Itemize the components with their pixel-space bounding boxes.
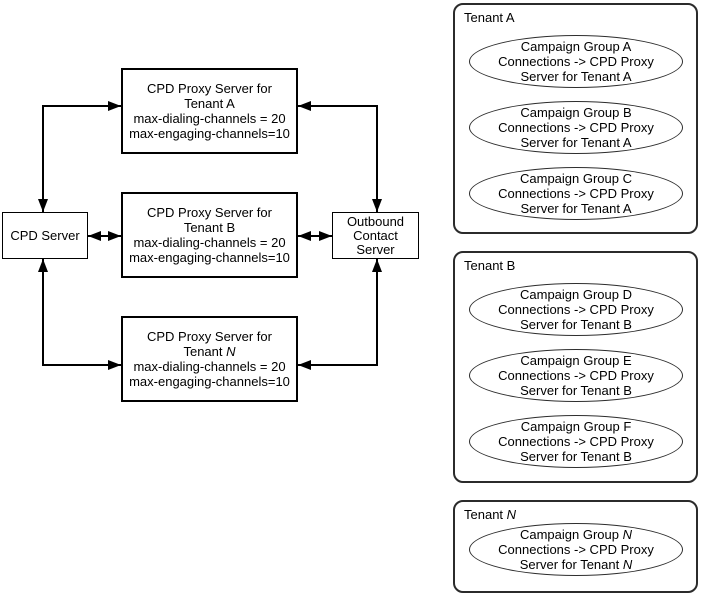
- tenant-a-panel: Tenant A Campaign Group A Connections ->…: [453, 3, 698, 234]
- tenant-n-title: Tenant N: [464, 507, 517, 522]
- campaign-group-n-ellipse: Campaign Group N Connections -> CPD Prox…: [469, 523, 683, 576]
- proxy-b-line1: CPD Proxy Server for: [147, 205, 272, 220]
- campaign-group-c-ellipse: Campaign Group C Connections -> CPD Prox…: [469, 167, 683, 220]
- connector-cpdserver-to-proxy-a: [38, 101, 121, 212]
- campaign-group-f-ellipse: Campaign Group F Connections -> CPD Prox…: [469, 415, 683, 468]
- ocs-line1: Outbound: [346, 213, 405, 229]
- proxy-n-line4: max-engaging-channels=10: [129, 374, 290, 389]
- campaign-group-b-ellipse: Campaign Group B Connections -> CPD Prox…: [469, 101, 683, 154]
- ocs-line2: Contact: [353, 227, 398, 243]
- cpd-proxy-server-tenant-b-box: CPD Proxy Server for Tenant B max-dialin…: [121, 192, 298, 278]
- proxy-b-line4: max-engaging-channels=10: [129, 250, 290, 265]
- connector-cpdserver-to-proxy-n: [38, 259, 121, 370]
- connector-ocs-to-proxy-a: [298, 101, 382, 212]
- proxy-n-line1: CPD Proxy Server for: [147, 329, 272, 344]
- tenant-b-panel: Tenant B Campaign Group D Connections ->…: [453, 251, 698, 483]
- proxy-a-line1: CPD Proxy Server for: [147, 81, 272, 96]
- proxy-a-line3: max-dialing-channels = 20: [133, 111, 286, 126]
- proxy-n-line3: max-dialing-channels = 20: [133, 359, 286, 374]
- cpd-server-box: CPD Server: [2, 212, 88, 259]
- outbound-contact-server-box: Outbound Contact Server: [332, 212, 419, 259]
- connector-ocs-to-proxy-n: [298, 259, 382, 370]
- proxy-n-line2: Tenant N: [183, 344, 236, 359]
- proxy-a-line4: max-engaging-channels=10: [129, 126, 290, 141]
- campaign-group-e-ellipse: Campaign Group E Connections -> CPD Prox…: [469, 349, 683, 402]
- cpd-proxy-server-tenant-a-box: CPD Proxy Server for Tenant A max-dialin…: [121, 68, 298, 154]
- proxy-b-line2: Tenant B: [183, 220, 236, 235]
- campaign-group-d-ellipse: Campaign Group D Connections -> CPD Prox…: [469, 283, 683, 336]
- proxy-b-line3: max-dialing-channels = 20: [133, 235, 286, 250]
- tenant-n-panel: Tenant N Campaign Group N Connections ->…: [453, 500, 698, 593]
- ocs-line3: Server: [356, 241, 395, 257]
- tenant-b-title: Tenant B: [464, 258, 516, 273]
- proxy-a-line2: Tenant A: [184, 96, 235, 111]
- cpd-proxy-server-tenant-n-box: CPD Proxy Server for Tenant N max-dialin…: [121, 316, 298, 402]
- campaign-group-a-ellipse: Campaign Group A Connections -> CPD Prox…: [469, 35, 683, 88]
- cpd-server-label: CPD Server: [10, 228, 80, 243]
- tenant-a-title: Tenant A: [464, 10, 515, 25]
